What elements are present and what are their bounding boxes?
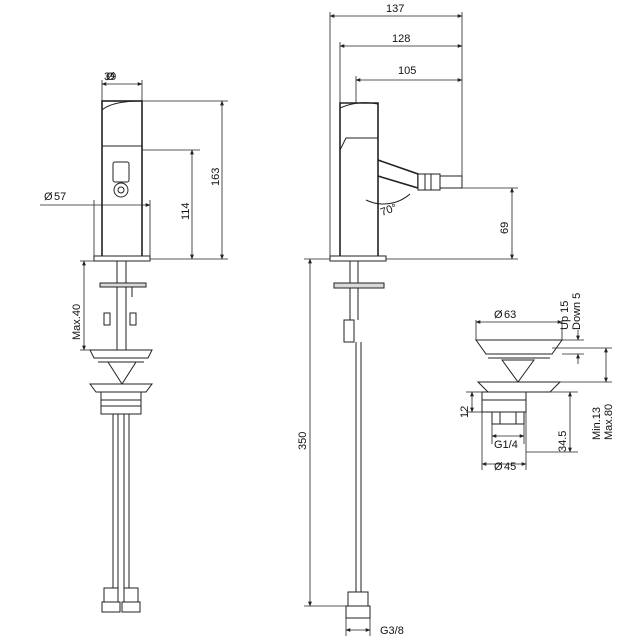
front-view: 39 Ø Ø 57 114 163 Max.40	[40, 71, 228, 613]
front-hose-ends	[101, 587, 141, 613]
front-dia-base-label: 57	[54, 191, 66, 203]
side-angle-label: 70°	[379, 202, 399, 219]
front-base-plate	[93, 255, 151, 262]
side-hose-length-label: 350	[297, 432, 309, 450]
waste-min-label: Min.13	[591, 407, 603, 440]
front-washer	[99, 282, 147, 288]
waste-thread-label: G1/4	[494, 439, 518, 451]
svg-text:Ø: Ø	[106, 71, 115, 83]
side-connection-label: G3/8	[380, 625, 404, 637]
waste-body-height-label: 34.5	[557, 431, 569, 452]
svg-text:Ø: Ø	[44, 191, 53, 203]
side-spout-height-label: 69	[499, 222, 511, 234]
front-waste	[89, 349, 153, 415]
side-tap-body	[339, 102, 379, 259]
front-lever-knob	[112, 161, 130, 198]
front-tap-top-bevel	[101, 100, 143, 111]
waste-cap	[475, 339, 563, 355]
front-height-total-label: 163	[210, 168, 222, 186]
svg-text:Ø: Ø	[494, 461, 503, 473]
waste-dia-bottom-label: 45	[504, 461, 516, 473]
front-dia-top-label: 39	[104, 71, 116, 83]
waste-down-label: Down 5	[571, 293, 583, 330]
svg-text:Ø: Ø	[494, 309, 503, 321]
side-reach-spout-label: 105	[398, 65, 416, 77]
side-view: 70° 137 128 105 69 350	[297, 3, 518, 637]
waste-detail: Ø 63 Up 15 Down 5 12 G1/4 Ø 45 34.5 Min.…	[459, 293, 615, 473]
side-angle-arc	[365, 193, 411, 205]
side-base-plate	[329, 255, 387, 262]
front-max-label: Max.40	[71, 304, 83, 340]
waste-dia-top-label: 63	[504, 309, 516, 321]
waste-up-label: Up 15	[559, 301, 571, 330]
waste-max-label: Max.80	[603, 404, 615, 440]
front-height-lever-label: 114	[180, 202, 192, 220]
side-reach-mid-label: 128	[392, 33, 410, 45]
waste-height-label: 12	[459, 406, 471, 418]
side-spout	[377, 159, 463, 191]
side-reach-total-label: 137	[386, 3, 404, 15]
